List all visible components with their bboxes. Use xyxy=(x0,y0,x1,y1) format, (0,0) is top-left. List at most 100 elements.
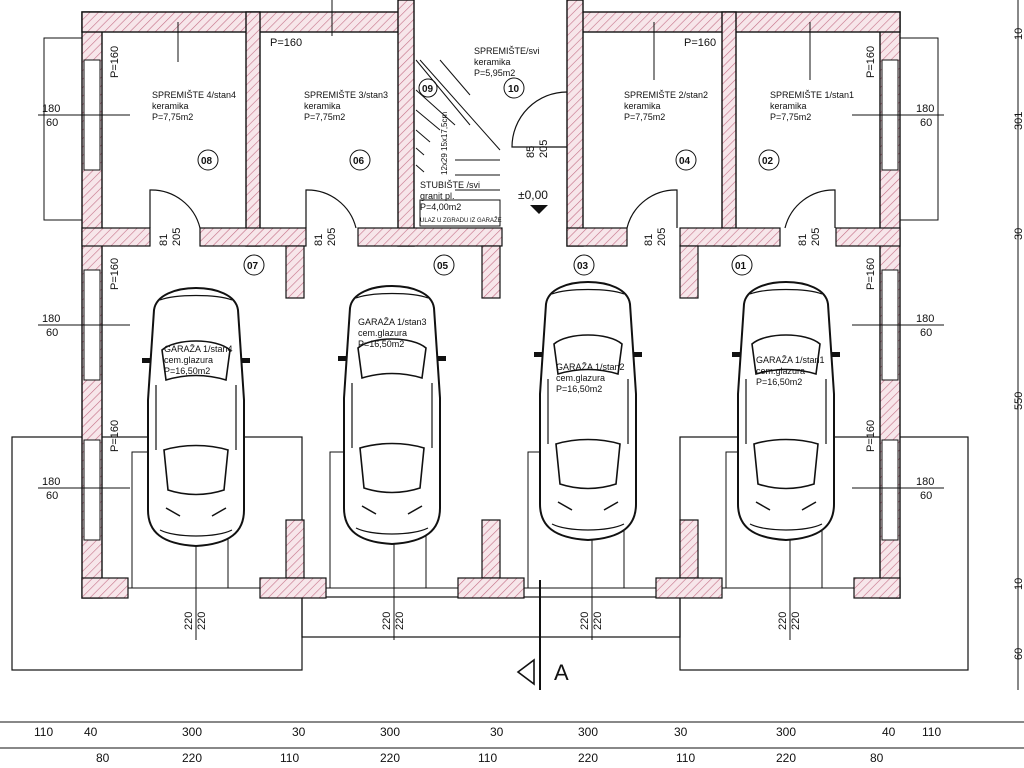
storage-room-3: SPREMIŠTE 3/stan3 keramika P=7,75m2 xyxy=(304,90,388,122)
room-name: GARAŽA 1/stan2 xyxy=(556,362,625,372)
right-side-dims: 10 301 30 550 10 60 xyxy=(1013,28,1024,660)
level-mark: ±0,00 xyxy=(518,188,548,214)
svg-text:300: 300 xyxy=(578,725,598,739)
svg-text:60: 60 xyxy=(1013,648,1024,660)
stair xyxy=(415,59,501,227)
svg-text:220: 220 xyxy=(776,751,796,765)
svg-text:30: 30 xyxy=(292,725,306,739)
svg-text:180: 180 xyxy=(42,313,60,325)
svg-text:60: 60 xyxy=(920,327,932,339)
svg-text:40: 40 xyxy=(882,725,896,739)
door-swings xyxy=(149,91,836,229)
room-name: SPREMIŠTE 1/stan1 xyxy=(770,90,854,100)
room-marker-07: 07 xyxy=(243,254,265,276)
dimension-row-1: 110 40 300 30 300 30 300 30 300 40 110 xyxy=(34,725,941,739)
svg-text:07: 07 xyxy=(247,261,259,272)
room-floor: cem.glazura xyxy=(556,373,605,383)
svg-text:60: 60 xyxy=(920,490,932,502)
bottom-dimension-lines xyxy=(0,721,1024,749)
section-mark: A xyxy=(516,580,569,690)
svg-text:220: 220 xyxy=(592,612,604,630)
svg-text:81: 81 xyxy=(158,234,170,246)
garage-dim-leaders xyxy=(195,540,791,640)
dimension-row-2: 80 220 110 220 110 220 110 220 80 xyxy=(96,751,884,765)
room-name: STUBIŠTE /svi xyxy=(420,180,480,190)
room-name: SPREMIŠTE 4/stan4 xyxy=(152,90,236,100)
stair-steps: 12x29 15x17,5cm xyxy=(440,112,449,175)
svg-text:P=160: P=160 xyxy=(684,37,716,49)
room-floor: cem.glazura xyxy=(756,366,805,376)
svg-text:05: 05 xyxy=(437,261,449,272)
svg-text:60: 60 xyxy=(46,327,58,339)
svg-text:02: 02 xyxy=(762,156,774,167)
svg-text:220: 220 xyxy=(578,751,598,765)
room-floor: keramika xyxy=(304,101,341,111)
storage-room-1: SPREMIŠTE 1/stan1 keramika P=7,75m2 xyxy=(770,90,854,122)
svg-text:80: 80 xyxy=(870,751,884,765)
svg-text:220: 220 xyxy=(196,612,208,630)
room-marker-05: 05 xyxy=(433,254,455,276)
svg-text:205: 205 xyxy=(656,228,668,246)
svg-text:110: 110 xyxy=(280,751,299,765)
room-area: P=7,75m2 xyxy=(304,112,345,122)
svg-text:180: 180 xyxy=(42,476,60,488)
svg-text:08: 08 xyxy=(201,156,213,167)
room-floor: granit pl. xyxy=(420,191,455,201)
svg-text:550: 550 xyxy=(1013,392,1024,410)
room-marker-10: 10 xyxy=(503,77,525,99)
svg-text:10: 10 xyxy=(1013,28,1024,40)
svg-text:180: 180 xyxy=(916,313,934,325)
svg-text:180: 180 xyxy=(42,103,60,115)
section-label: A xyxy=(554,660,569,685)
room-leaders xyxy=(177,0,811,80)
svg-text:81: 81 xyxy=(643,234,655,246)
room-name: GARAŽA 1/stan1 xyxy=(756,355,825,365)
svg-text:180: 180 xyxy=(916,103,934,115)
svg-text:P=160: P=160 xyxy=(109,258,121,290)
svg-text:30: 30 xyxy=(674,725,688,739)
svg-text:300: 300 xyxy=(776,725,796,739)
svg-text:85: 85 xyxy=(525,146,537,158)
svg-text:110: 110 xyxy=(676,751,695,765)
svg-text:P=160: P=160 xyxy=(865,420,877,452)
garage-4-label: GARAŽA 1/stan4 cem.glazura P=16,50m2 xyxy=(164,344,233,376)
garage-3-label: GARAŽA 1/stan3 cem.glazura P=16,50m2 xyxy=(358,317,427,349)
svg-text:220: 220 xyxy=(790,612,802,630)
svg-text:220: 220 xyxy=(183,612,195,630)
level-label: ±0,00 xyxy=(518,188,548,202)
room-area: P=16,50m2 xyxy=(756,377,802,387)
room-marker-06: 06 xyxy=(349,149,371,171)
svg-text:300: 300 xyxy=(182,725,202,739)
room-floor: keramika xyxy=(152,101,189,111)
room-marker-01: 01 xyxy=(731,254,753,276)
svg-text:10: 10 xyxy=(508,84,520,95)
room-area: P=7,75m2 xyxy=(624,112,665,122)
stair-note: ULAZ U ZGRADU IZ GARAŽE xyxy=(420,216,502,224)
svg-text:220: 220 xyxy=(182,751,202,765)
svg-text:60: 60 xyxy=(920,117,932,129)
room-name: SPREMIŠTE 2/stan2 xyxy=(624,90,708,100)
svg-text:P=160: P=160 xyxy=(865,46,877,78)
svg-text:110: 110 xyxy=(34,725,53,739)
storage-garage-wall xyxy=(81,227,901,247)
common-storage: SPREMIŠTE/svi keramika P=5,95m2 xyxy=(474,46,540,78)
stair-labels: STUBIŠTE /svi granit pl. P=4,00m2 ULAZ U… xyxy=(420,112,502,224)
svg-text:220: 220 xyxy=(394,612,406,630)
svg-text:110: 110 xyxy=(922,725,941,739)
room-floor: cem.glazura xyxy=(164,355,213,365)
storage-room-2: SPREMIŠTE 2/stan2 keramika P=7,75m2 xyxy=(624,90,708,122)
room-name: GARAŽA 1/stan4 xyxy=(164,344,233,354)
svg-text:81: 81 xyxy=(313,234,325,246)
svg-text:180: 180 xyxy=(916,476,934,488)
room-name: SPREMIŠTE/svi xyxy=(474,46,540,56)
svg-text:220: 220 xyxy=(381,612,393,630)
svg-text:205: 205 xyxy=(538,140,550,158)
room-floor: keramika xyxy=(474,57,511,67)
garage-door-dim-labels: 220 220 220 220 220 220 220 220 xyxy=(183,612,802,630)
svg-text:60: 60 xyxy=(46,490,58,502)
svg-text:30: 30 xyxy=(490,725,504,739)
svg-text:81: 81 xyxy=(797,234,809,246)
svg-text:03: 03 xyxy=(577,261,589,272)
svg-text:30: 30 xyxy=(1013,228,1024,240)
